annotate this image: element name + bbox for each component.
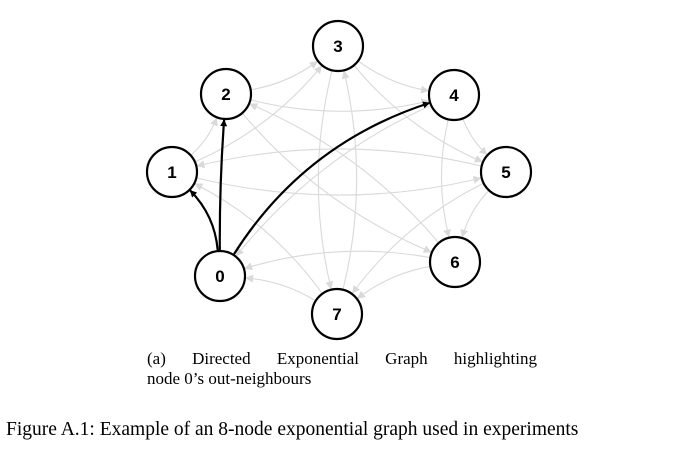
- node-5-circle: [479, 145, 533, 199]
- subcaption-line-1: (a) Directed Exponential Graph highlight…: [147, 349, 537, 368]
- node-5: 5: [479, 145, 533, 199]
- node-2: 2: [199, 67, 253, 121]
- node-7: 7: [310, 287, 364, 341]
- edge-5-to-6: [460, 190, 489, 238]
- node-2-circle: [199, 67, 253, 121]
- edge-2-to-4: [251, 98, 430, 112]
- edge-1-to-5: [197, 175, 482, 196]
- node-6: 6: [428, 235, 482, 289]
- edge-1-to-2: [191, 117, 218, 156]
- exponential-graph-diagram: 0 1 2 3 4 5 6 7: [145, 19, 533, 341]
- edge-7-to-3: [341, 70, 358, 289]
- node-4-label: 4: [449, 86, 459, 105]
- edge-4-to-0: [235, 105, 431, 257]
- node-6-label: 6: [450, 253, 459, 272]
- node-3-circle: [311, 19, 365, 73]
- nodes-layer: 0 1 2 3 4 5 6 7: [145, 19, 533, 341]
- edge-3-to-4: [358, 60, 430, 94]
- node-1-label: 1: [167, 163, 176, 182]
- node-1-circle: [145, 145, 199, 199]
- edge-7-to-0: [245, 274, 316, 301]
- edge-6-to-7: [357, 266, 430, 299]
- edge-3-to-7: [317, 71, 334, 290]
- node-0-label: 0: [215, 267, 224, 286]
- node-7-label: 7: [332, 305, 341, 324]
- edge-6-to-2: [249, 103, 439, 243]
- node-6-circle: [428, 235, 482, 289]
- faint-edges-layer: [191, 60, 489, 301]
- node-1: 1: [145, 145, 199, 199]
- edge-4-to-6: [440, 120, 451, 238]
- highlighted-edge-0-to-2: [218, 119, 228, 251]
- edge-7-to-1: [194, 183, 323, 294]
- highlighted-edge-0-to-1: [189, 189, 219, 251]
- node-4-circle: [427, 68, 481, 122]
- node-7-circle: [310, 287, 364, 341]
- node-0: 0: [193, 249, 247, 303]
- edge-6-to-0: [244, 250, 430, 271]
- node-2-label: 2: [221, 85, 230, 104]
- edge-4-to-5: [462, 119, 488, 155]
- edge-1-to-3: [195, 65, 323, 163]
- edge-5-to-1: [196, 148, 481, 169]
- highlighted-edges-layer: [189, 101, 430, 255]
- node-0-circle: [193, 249, 247, 303]
- node-3-label: 3: [333, 37, 342, 56]
- edge-3-to-5: [354, 65, 483, 163]
- subcaption: (a) Directed Exponential Graph highlight…: [147, 349, 537, 389]
- edge-5-to-7: [352, 183, 483, 294]
- highlighted-edge-0-to-4: [233, 101, 430, 255]
- figure-caption: Figure A.1: Example of an 8-node exponen…: [6, 419, 579, 440]
- node-5-label: 5: [501, 163, 510, 182]
- node-3: 3: [311, 19, 365, 73]
- node-4: 4: [427, 68, 481, 122]
- subcaption-line-2: node 0’s out-neighbours: [147, 369, 312, 388]
- edge-2-to-6: [242, 113, 432, 253]
- edge-2-to-3: [251, 61, 318, 91]
